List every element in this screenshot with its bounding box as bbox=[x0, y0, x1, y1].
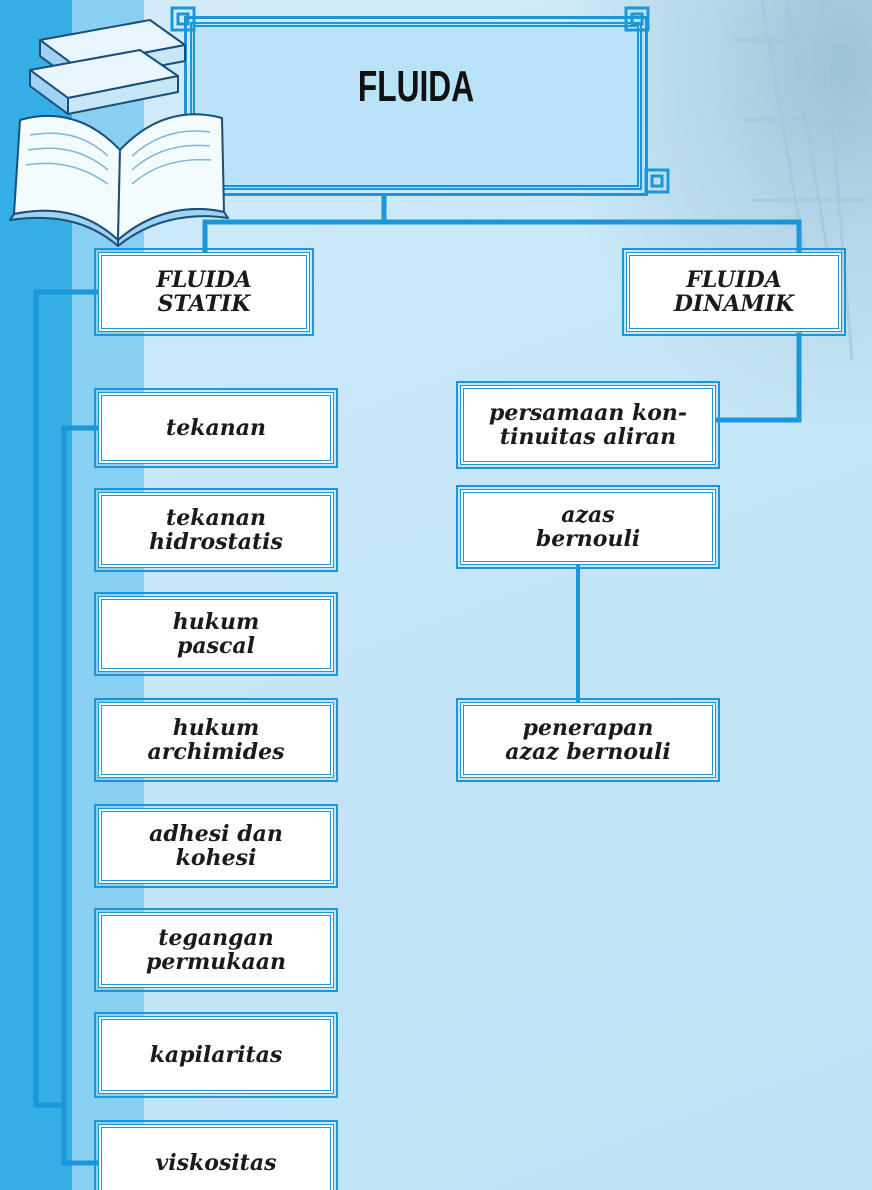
node-label: viskositas bbox=[155, 1150, 277, 1176]
node-label: hidrostatis bbox=[149, 529, 283, 555]
branch-fluida-statik: FLUIDA STATIK bbox=[94, 248, 314, 336]
node-label: archimides bbox=[147, 739, 285, 765]
branch-fluida-dinamik: FLUIDA DINAMIK bbox=[622, 248, 846, 336]
node-label: hukum bbox=[172, 715, 260, 741]
node-label: tekanan bbox=[166, 415, 266, 441]
books-icon bbox=[9, 19, 229, 247]
branch-label: DINAMIK bbox=[673, 291, 795, 317]
frame-knot-icon bbox=[170, 6, 196, 32]
node-label: kohesi bbox=[175, 845, 257, 871]
diagram-title: FLUIDA bbox=[357, 62, 475, 111]
open-book-icon bbox=[9, 113, 229, 247]
node-label: azas bbox=[561, 502, 615, 528]
node-tekanan: tekanan bbox=[94, 388, 338, 468]
frame-knot-icon bbox=[624, 6, 650, 32]
node-label: tinuitas aliran bbox=[499, 424, 677, 450]
branch-label: FLUIDA bbox=[156, 267, 252, 293]
node-label: hukum bbox=[172, 609, 260, 635]
node-label: persamaan kon- bbox=[488, 400, 688, 426]
title-frame bbox=[184, 16, 648, 196]
node-label: permukaan bbox=[146, 949, 286, 975]
branch-label: STATIK bbox=[157, 291, 251, 317]
background-photo-lines bbox=[732, 0, 867, 361]
node-kapilaritas: kapilaritas bbox=[94, 1012, 338, 1098]
node-label: pascal bbox=[176, 633, 255, 659]
node-label: tekanan bbox=[166, 505, 266, 531]
node-label: adhesi dan bbox=[149, 821, 283, 847]
node-viskositas: viskositas bbox=[94, 1120, 338, 1190]
frame-knot-icon bbox=[644, 168, 670, 194]
node-label: azaz bernouli bbox=[505, 739, 671, 765]
branch-label: FLUIDA bbox=[686, 267, 782, 293]
node-label: penerapan bbox=[522, 715, 654, 741]
node-label: kapilaritas bbox=[149, 1042, 283, 1068]
node-label: bernouli bbox=[535, 526, 641, 552]
node-persamaan-kontinuitas: persamaan kon-tinuitas aliran bbox=[456, 381, 720, 469]
node-label: tegangan bbox=[158, 925, 274, 951]
